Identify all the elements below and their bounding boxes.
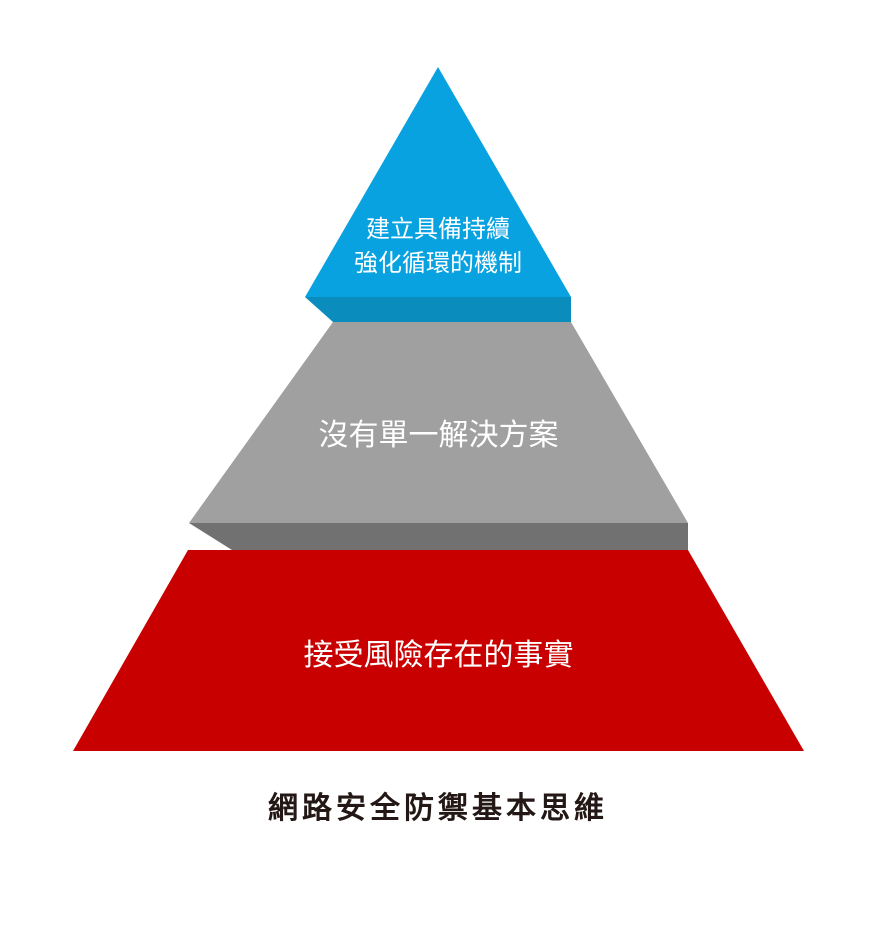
pyramid-top-shadow <box>305 297 571 322</box>
pyramid-bottom <box>73 550 804 751</box>
pyramid-middle-shadow <box>189 523 688 550</box>
top-level-label: 建立具備持續 強化循環的機制 <box>305 212 571 280</box>
bottom-level-label: 接受風險存在的事實 <box>303 638 574 673</box>
top-level-line1: 建立具備持續 <box>366 215 510 243</box>
middle-level-label: 沒有單一解決方案 <box>318 418 559 453</box>
pyramid-middle <box>189 322 688 523</box>
diagram-title: 網路安全防禦基本思維 <box>268 791 608 826</box>
pyramid-top <box>305 67 571 297</box>
top-level-line2: 強化循環的機制 <box>354 249 522 277</box>
